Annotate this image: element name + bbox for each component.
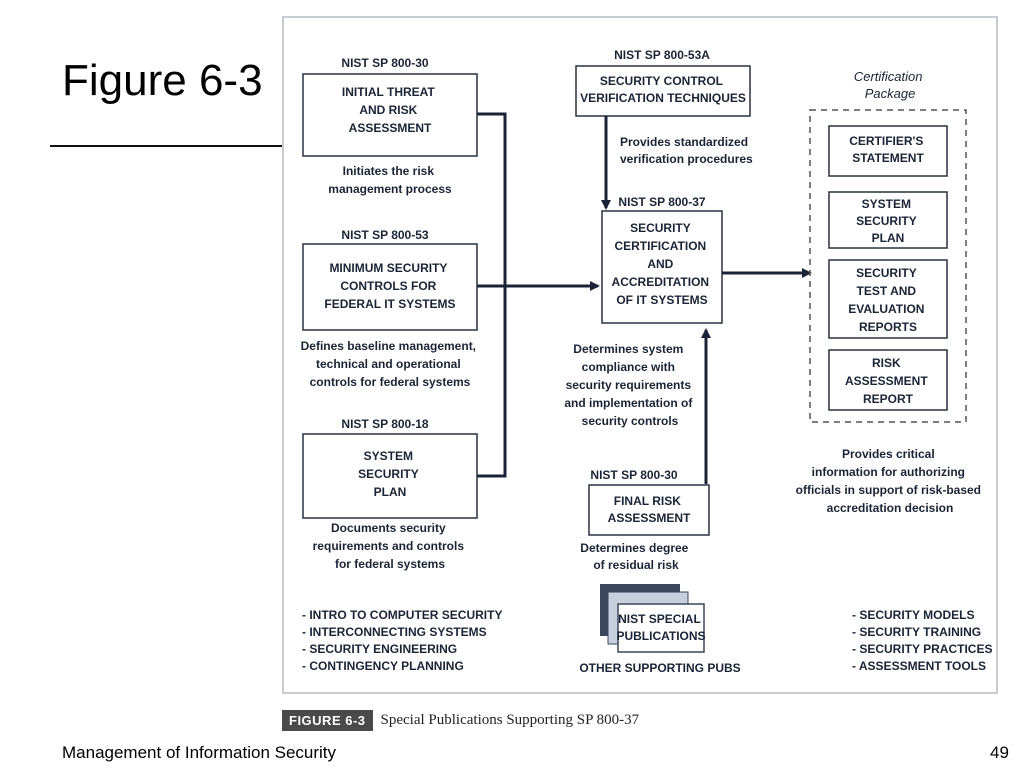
system-security-plan-desc: Documents security requirements and cont… [313,521,468,571]
certification-accreditation-box [601,210,723,324]
minimum-controls-box [302,243,478,331]
title-divider [50,145,282,147]
system-security-plan-box [302,433,478,519]
page-number: 49 [990,743,1009,762]
final-risk-desc: Determines degree of residual risk [580,541,691,572]
package-desc: Provides critical information for author… [796,447,985,515]
initial-threat-label: INITIAL THREAT AND RISK ASSESSMENT [342,85,438,135]
footer-course-title: Management of Information Security [62,743,337,762]
certification-package-frame [809,109,967,423]
bottom-left-list: - INTRO TO COMPUTER SECURITY - INTERCONN… [302,608,506,673]
figure-label-tag: FIGURE 6-3 [282,709,373,731]
sp800-18-header: NIST SP 800-18 [341,417,428,431]
figure-caption-text: Special Publications Supporting SP 800-3… [380,711,640,728]
verification-desc: Provides standardized verification proce… [620,135,753,166]
package-item-st-and-e [828,259,948,339]
initial-threat-box [302,73,478,157]
sp800-37-header: NIST SP 800-37 [618,195,705,209]
package-item-ssp [828,191,948,249]
final-risk-box [588,484,710,536]
figure-panel: NIST SP 800-30 INITIAL THREAT AND RISK A… [282,16,998,694]
package-item-risk-report-label: RISK ASSESSMENT REPORT [845,356,931,406]
slide-title: Figure 6-3 [62,56,263,105]
sp800-53-header: NIST SP 800-53 [341,228,428,242]
special-pubs-label: NIST SPECIAL PUBLICATIONS [616,612,705,643]
package-item-st-and-e-label: SECURITY TEST AND EVALUATION REPORTS [848,266,928,334]
figure-caption: FIGURE 6-3 Special Publications Supporti… [282,708,639,732]
bottom-right-list: - SECURITY MODELS - SECURITY TRAINING - … [852,608,996,673]
verification-techniques-label: SECURITY CONTROL VERIFICATION TECHNIQUES [580,74,746,105]
pub-stack-front [617,603,705,653]
package-item-risk-report [828,349,948,411]
verification-techniques-box [575,65,751,117]
initial-threat-desc: Initiates the risk management process [328,164,452,196]
minimum-controls-desc: Defines baseline management, technical a… [301,339,480,389]
certification-accreditation-label: SECURITY CERTIFICATION AND ACCREDITATION… [612,221,713,307]
package-item-ssp-label: SYSTEM SECURITY PLAN [856,197,920,245]
other-supporting-pubs: OTHER SUPPORTING PUBS [579,661,740,675]
certification-desc: Determines system compliance with securi… [564,342,695,428]
minimum-controls-label: MINIMUM SECURITY CONTROLS FOR FEDERAL IT… [324,261,455,311]
final-risk-header: NIST SP 800-30 [590,468,677,482]
system-security-plan-label: SYSTEM SECURITY PLAN [358,449,422,499]
final-risk-label: FINAL RISK ASSESSMENT [608,494,691,525]
package-item-certifier [828,125,948,177]
sp800-30-header: NIST SP 800-30 [341,56,428,70]
process-diagram: NIST SP 800-30 INITIAL THREAT AND RISK A… [301,48,996,675]
sp800-53a-header: NIST SP 800-53A [614,48,710,62]
package-item-certifier-label: CERTIFIER'S STATEMENT [849,134,927,165]
left-connector-bracket [477,112,507,478]
package-title: Certification Package [854,69,926,101]
